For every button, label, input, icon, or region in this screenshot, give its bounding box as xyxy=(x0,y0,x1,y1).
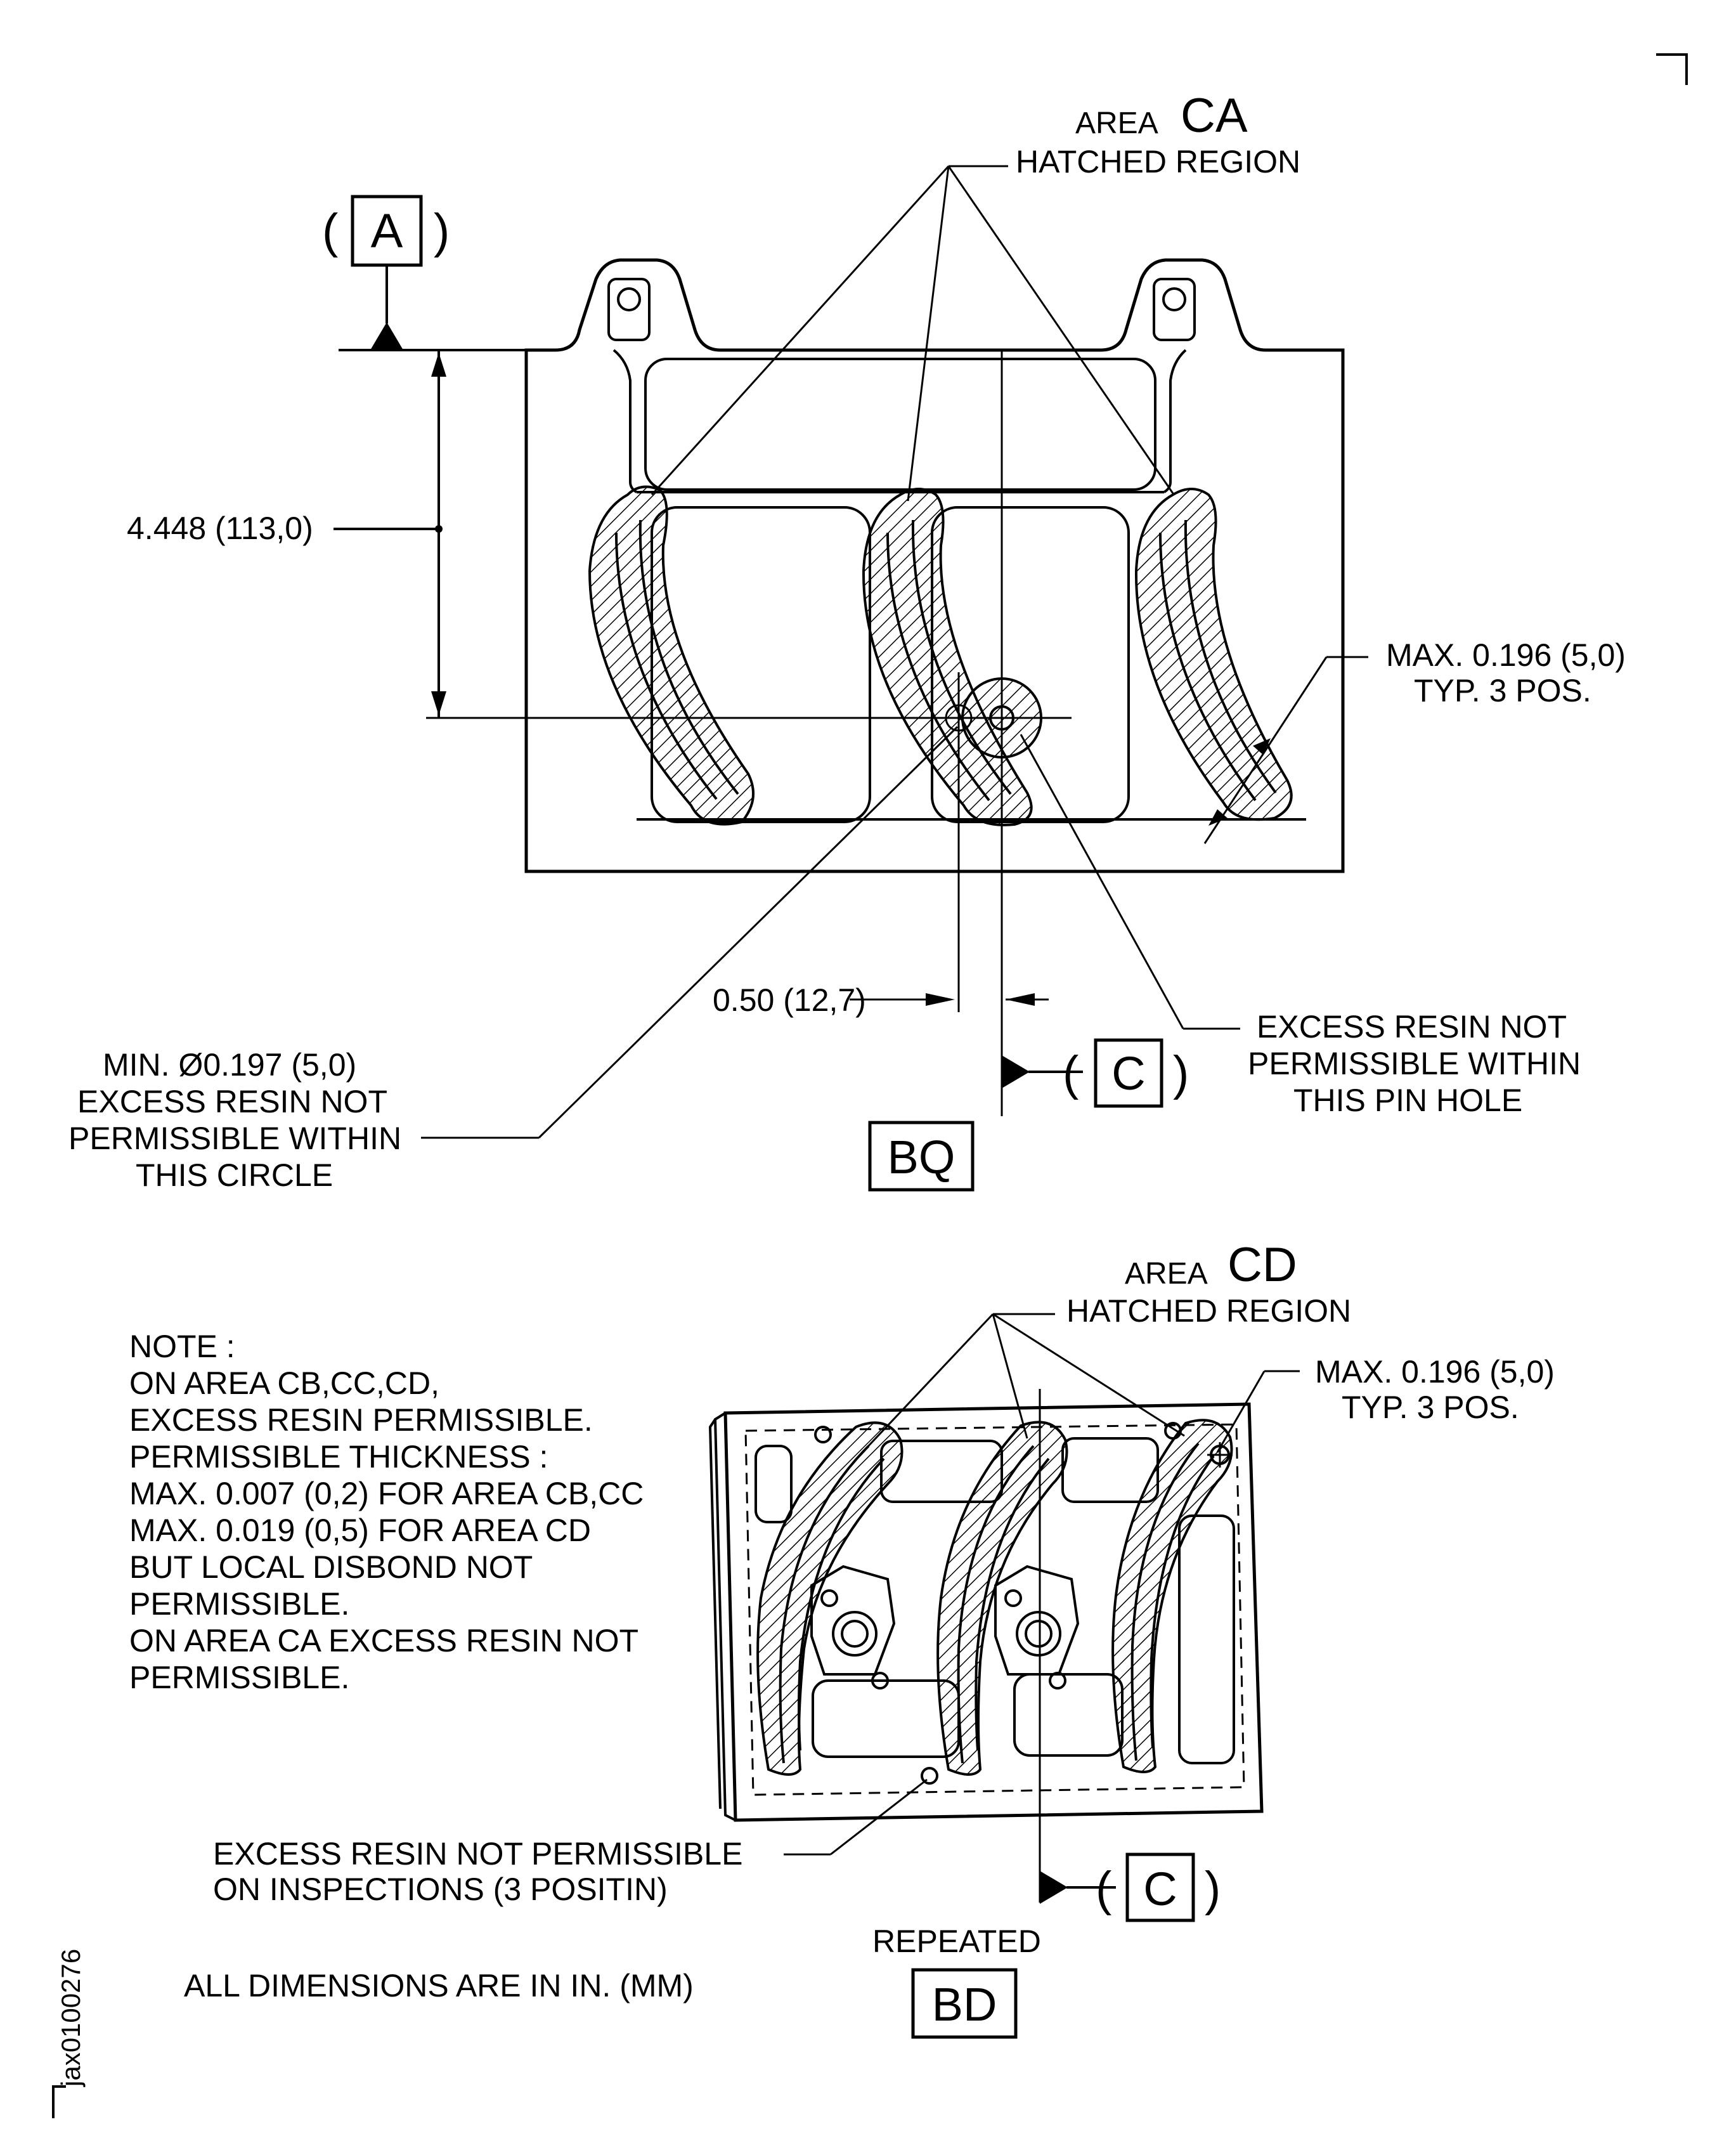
view-label-bq: BQ xyxy=(888,1131,955,1183)
stiffener-right-hatched xyxy=(1134,488,1293,821)
units-note: ALL DIMENSIONS ARE IN IN. (MM) xyxy=(184,1968,694,2003)
datum-a-symbol: A ( ) xyxy=(322,195,450,350)
offset-dimension xyxy=(850,993,1049,1006)
note-line-2: ON AREA CB,CC,CD, xyxy=(129,1365,439,1401)
typ-positions-text-bottom: TYP. 3 POS. xyxy=(1342,1390,1519,1425)
inspection-note-line-2: ON INSPECTIONS (3 POSITIN) xyxy=(213,1872,668,1907)
lug-right xyxy=(1153,278,1196,341)
circle-note-line-1: MIN. Ø0.197 (5,0) xyxy=(103,1047,356,1083)
fitting-left xyxy=(810,1565,896,1690)
svg-text:(: ( xyxy=(1096,1862,1111,1916)
pin-note-line-2: PERMISSIBLE WITHIN xyxy=(1248,1046,1581,1081)
figure-id: jax0100276 xyxy=(56,1949,86,2088)
max-thickness-text: MAX. 0.196 (5,0) xyxy=(1386,637,1626,673)
area-ca-hatched-region: HATCHED REGION xyxy=(1016,144,1300,179)
top-view: A ( ) xyxy=(68,89,1626,1193)
view-label-bd: BD xyxy=(932,1978,997,2031)
area-ca-leaders xyxy=(651,165,1174,502)
pin-note: EXCESS RESIN NOT PERMISSIBLE WITHIN THIS… xyxy=(1248,1009,1581,1118)
datum-a-paren-close: ) xyxy=(434,204,450,258)
circle-note-line-2: EXCESS RESIN NOT xyxy=(77,1084,387,1119)
height-dimension xyxy=(334,350,446,718)
circle-note: MIN. Ø0.197 (5,0) EXCESS RESIN NOT PERMI… xyxy=(68,1047,401,1193)
bottom-stiffener-left xyxy=(756,1421,904,1776)
bottom-stiffener-right xyxy=(1111,1419,1233,1773)
area-cd-hatched-region: HATCHED REGION xyxy=(1066,1293,1351,1329)
bottom-plate-outline xyxy=(723,1402,1264,1822)
repeated-label: REPEATED xyxy=(872,1924,1041,1959)
datum-c-symbol-top: ( C ) xyxy=(1002,1038,1189,1108)
area-cd-code: CD xyxy=(1228,1238,1297,1292)
corner-mark-bottom-left xyxy=(52,2085,66,2118)
stiffener-left-hatched xyxy=(588,485,755,826)
datum-a-letter: A xyxy=(371,204,403,258)
circle-note-line-4: THIS CIRCLE xyxy=(136,1157,333,1193)
inspection-point xyxy=(921,1767,938,1785)
svg-text:(: ( xyxy=(1063,1046,1079,1100)
upper-pocket xyxy=(644,358,1156,491)
note-line-9: ON AREA CA EXCESS RESIN NOT xyxy=(129,1623,638,1658)
typ-positions-text: TYP. 3 POS. xyxy=(1414,673,1591,708)
note-line-3: EXCESS RESIN PERMISSIBLE. xyxy=(129,1402,593,1438)
offset-dimension-text: 0.50 (12,7) xyxy=(713,982,866,1018)
bottom-view: AREA CD HATCHED REGION MAX. 0.196 (5,0) … xyxy=(213,1238,1555,2039)
plate-outline xyxy=(524,258,1345,873)
lug-left xyxy=(607,278,651,341)
max-thickness-text-bottom: MAX. 0.196 (5,0) xyxy=(1315,1354,1555,1390)
height-dimension-text: 4.448 (113,0) xyxy=(127,511,313,546)
pin-note-line-1: EXCESS RESIN NOT xyxy=(1257,1009,1567,1045)
note-line-6: MAX. 0.019 (0,5) FOR AREA CD xyxy=(129,1513,591,1548)
datum-c-symbol-bottom: ( C ) xyxy=(1040,1853,1221,1922)
svg-text:): ) xyxy=(1173,1046,1189,1100)
note-line-4: PERMISSIBLE THICKNESS : xyxy=(129,1439,548,1475)
note-line-5: MAX. 0.007 (0,2) FOR AREA CB,CC xyxy=(129,1476,644,1511)
datum-c-letter-top: C xyxy=(1111,1047,1145,1100)
corner-mark-top-right xyxy=(1656,53,1688,85)
area-ca-small-label: AREA xyxy=(1075,107,1158,140)
pin-note-line-3: THIS PIN HOLE xyxy=(1293,1083,1522,1118)
note-line-8: PERMISSIBLE. xyxy=(129,1586,349,1622)
view-label-bq-box xyxy=(868,1121,975,1192)
note-line-10: PERMISSIBLE. xyxy=(129,1660,349,1695)
circle-note-line-3: PERMISSIBLE WITHIN xyxy=(68,1121,401,1156)
area-ca-code: CA xyxy=(1181,89,1248,143)
fitting-right xyxy=(994,1565,1080,1690)
max-thickness-leader xyxy=(1203,656,1368,844)
inspection-note-line-1: EXCESS RESIN NOT PERMISSIBLE xyxy=(213,1836,742,1872)
view-label-bd-box xyxy=(911,1968,1018,2039)
general-note: NOTE : ON AREA CB,CC,CD, EXCESS RESIN PE… xyxy=(129,1329,644,1695)
area-cd-small-label: AREA xyxy=(1125,1257,1208,1291)
note-line-7: BUT LOCAL DISBOND NOT xyxy=(129,1549,533,1585)
note-line-1: NOTE : xyxy=(129,1329,235,1364)
datum-c-letter-bottom: C xyxy=(1143,1863,1177,1915)
svg-text:): ) xyxy=(1205,1862,1221,1916)
datum-a-paren-open: ( xyxy=(322,204,338,258)
bottom-stiffener-middle xyxy=(936,1421,1068,1776)
